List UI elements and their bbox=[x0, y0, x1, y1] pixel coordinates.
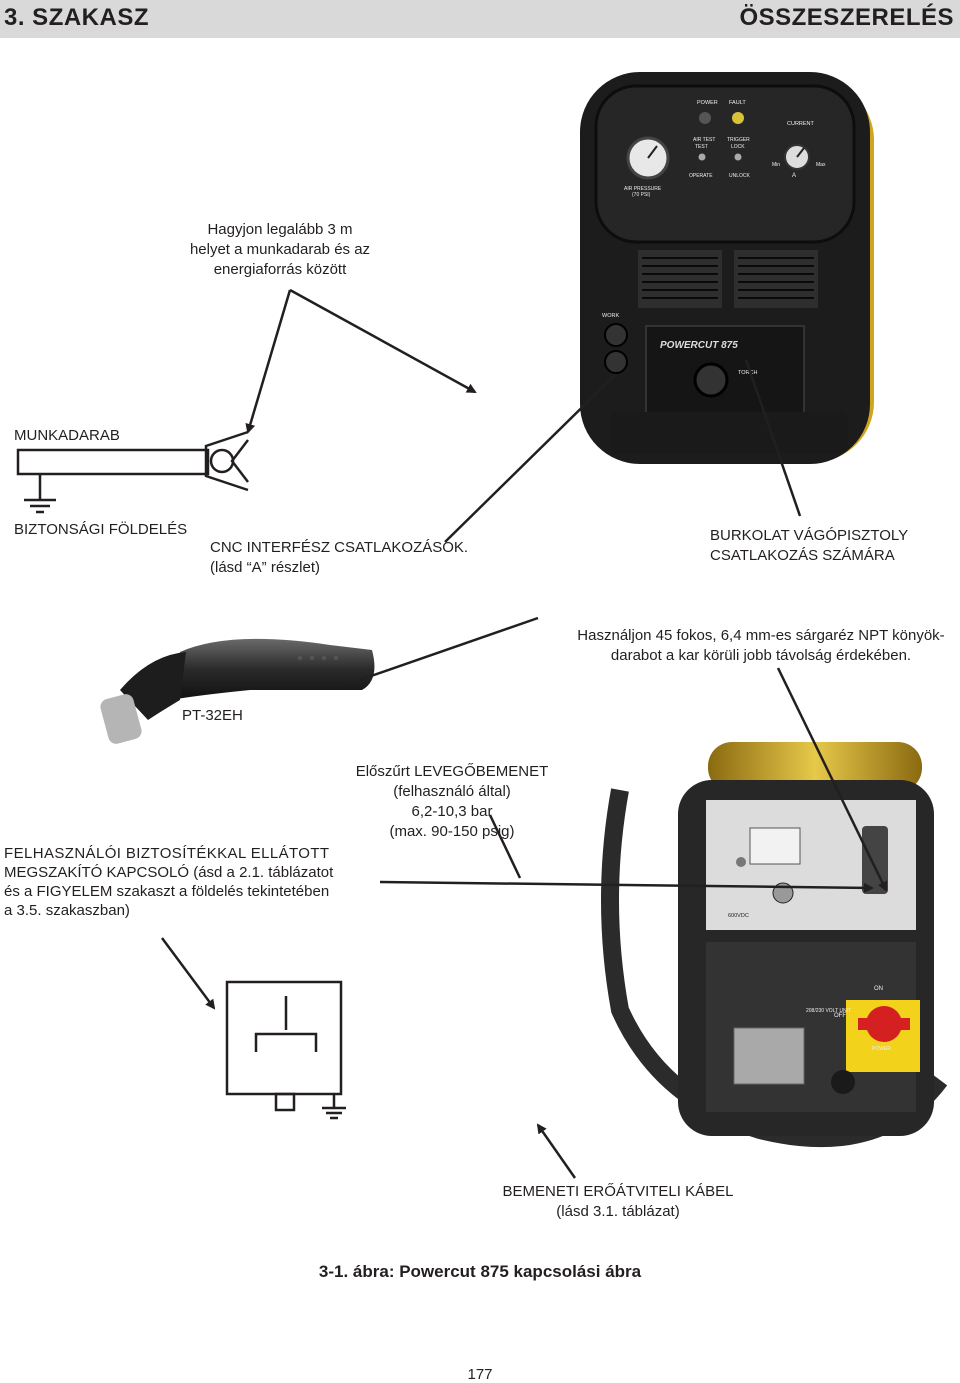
safety-ground-label: BIZTONSÁGI FÖLDELÉS bbox=[14, 521, 188, 538]
svg-text:A: A bbox=[792, 173, 796, 179]
section-number: 3. SZAKASZ bbox=[4, 4, 150, 31]
svg-text:Max: Max bbox=[816, 162, 826, 168]
svg-text:Min: Min bbox=[772, 162, 780, 168]
svg-text:AIR PRESSURE: AIR PRESSURE bbox=[624, 186, 662, 192]
svg-text:POWER: POWER bbox=[872, 1046, 891, 1052]
distance-note: Hagyjon legalább 3 m helyet a munkadarab… bbox=[189, 221, 371, 278]
input-cable-label: BEMENETI ERŐÁTVITELI KÁBEL (lásd 3.1. tá… bbox=[502, 1183, 734, 1220]
torch-connector-icon bbox=[693, 362, 729, 398]
power-led-label: POWER bbox=[697, 100, 718, 106]
plasma-torch bbox=[100, 638, 375, 744]
torch-label: TORCH bbox=[738, 370, 757, 376]
disconnect-switch-label: FELHASZNÁLÓI BIZTOSÍTÉKKAL ELLÁTOTT MEGS… bbox=[4, 845, 334, 919]
svg-text:OPERATE: OPERATE bbox=[689, 173, 713, 179]
elbow-note: Használjon 45 fokos, 6,4 mm-es sárgaréz … bbox=[577, 627, 945, 664]
svg-text:ON: ON bbox=[874, 986, 883, 992]
work-clamp-symbol bbox=[16, 430, 249, 514]
work-clamp-socket-icon bbox=[604, 323, 628, 347]
current-label: CURRENT bbox=[787, 121, 815, 127]
figure-caption: 3-1. ábra: Powercut 875 kapcsolási ábra bbox=[318, 1262, 642, 1281]
svg-text:UNLOCK: UNLOCK bbox=[729, 173, 751, 179]
svg-text:208/230 VOLT UNIT: 208/230 VOLT UNIT bbox=[806, 1008, 851, 1014]
page-number: 177 bbox=[467, 1366, 493, 1383]
disconnect-switch-symbol bbox=[225, 980, 346, 1120]
torch-connection-label: BURKOLAT VÁGÓPISZTOLY CSATLAKOZÁS SZÁMÁR… bbox=[710, 527, 909, 564]
torch-model-label: PT-32EH bbox=[182, 707, 243, 724]
svg-text:OFF: OFF bbox=[834, 1013, 846, 1019]
svg-text:TEST: TEST bbox=[695, 144, 708, 150]
workpiece-label: MUNKADARAB bbox=[14, 427, 120, 444]
power-source-front: POWER FAULT CURRENT AIR TEST TEST TRIGGE… bbox=[580, 72, 874, 464]
cnc-interface-label: CNC INTERFÉSZ CSATLAKOZÁSOK. (lásd “A” r… bbox=[210, 539, 469, 576]
svg-text:(70 PSI): (70 PSI) bbox=[632, 192, 651, 198]
page-header: 3. SZAKASZ ÖSSZESZERELÉS bbox=[0, 0, 960, 38]
fault-led-label: FAULT bbox=[729, 100, 746, 106]
svg-text:600VDC: 600VDC bbox=[728, 913, 749, 919]
svg-text:AIR TEST: AIR TEST bbox=[693, 137, 715, 143]
svg-text:LOCK: LOCK bbox=[731, 144, 745, 150]
section-title: ÖSSZESZERELÉS bbox=[739, 4, 954, 31]
power-source-rear: 600VDC ON OFF 208/230 VOLT UNIT POWER bbox=[601, 742, 948, 1148]
svg-text:TRIGGER: TRIGGER bbox=[727, 137, 750, 143]
work-label: WORK bbox=[602, 313, 619, 319]
air-input-label: Előszűrt LEVEGŐBEMENET (felhasználó álta… bbox=[355, 763, 549, 840]
brand-label: POWERCUT 875 bbox=[660, 340, 738, 351]
